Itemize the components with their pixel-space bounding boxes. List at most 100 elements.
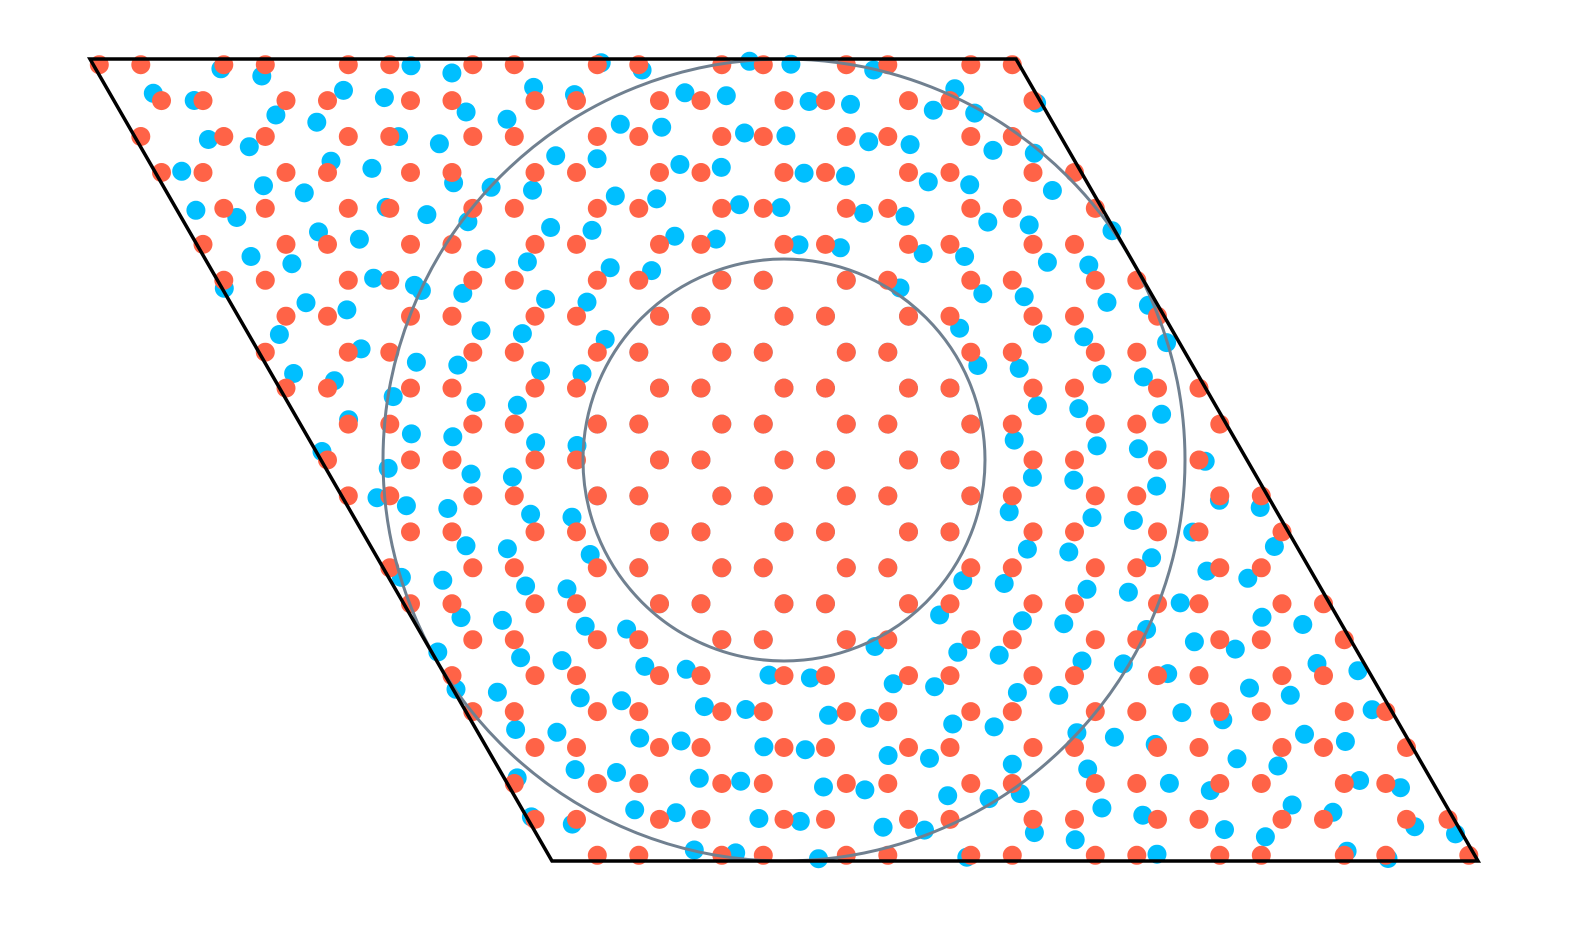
layer-a-atom (1210, 702, 1230, 722)
layer-a-atom (567, 809, 586, 829)
layer-a-atom (587, 702, 607, 722)
layer-b-atom (296, 293, 316, 313)
layer-a-atom (650, 594, 669, 614)
layer-a-atom (816, 809, 835, 829)
layer-b-atom (523, 180, 542, 200)
layer-a-atom (691, 378, 711, 398)
layer-a-atom (525, 163, 545, 182)
layer-a-atom (1210, 486, 1230, 506)
layer-a-atom (712, 198, 732, 218)
layer-a-atom (650, 306, 669, 326)
layer-a-atom (1065, 809, 1084, 829)
layer-a-atom (629, 702, 649, 722)
layer-a-atom (774, 738, 794, 757)
layer-a-atom (401, 522, 420, 542)
layer-a-atom (899, 91, 918, 111)
layer-b-atom (575, 616, 595, 636)
layer-b-atom (507, 395, 527, 415)
layer-b-atom (789, 235, 809, 255)
layer-b-atom (1009, 358, 1029, 378)
layer-a-atom (816, 450, 835, 470)
layer-a-atom (691, 738, 711, 757)
layer-a-atom (1210, 630, 1230, 650)
layer-a-atom (276, 234, 296, 254)
layer-b-atom (1082, 508, 1102, 528)
layer-b-atom (694, 697, 714, 717)
layer-b-atom (1147, 844, 1167, 864)
layer-b-atom (541, 218, 561, 237)
layer-a-atom (650, 450, 669, 470)
layer-a-atom (774, 522, 794, 542)
layer-a-atom (567, 666, 586, 686)
layer-a-atom (1002, 270, 1022, 290)
layer-b-atom (900, 135, 920, 155)
layer-b-atom (1027, 396, 1047, 416)
layer-a-atom (899, 594, 918, 614)
layer-b-atom (883, 674, 903, 694)
layer-a-atom (816, 738, 835, 757)
layer-a-atom (899, 378, 918, 398)
layer-b-atom (492, 610, 512, 630)
layer-a-atom (338, 342, 358, 362)
layer-a-atom (629, 127, 649, 146)
layer-a-atom (774, 666, 794, 686)
layer-b-atom (1092, 798, 1112, 818)
layer-a-atom (1189, 738, 1209, 757)
layer-b-atom (730, 195, 749, 215)
layer-a-atom (587, 127, 607, 146)
layer-a-atom (504, 270, 524, 290)
layer-b-atom (1049, 685, 1069, 705)
layer-a-atom (504, 486, 524, 506)
layer-a-atom (1334, 702, 1354, 722)
layer-b-atom (1252, 607, 1272, 627)
layer-b-atom (1128, 439, 1148, 459)
layer-a-atom (1127, 774, 1147, 793)
layer-a-atom (380, 270, 400, 290)
layer-b-atom (1280, 685, 1300, 705)
layer-b-atom (635, 656, 655, 676)
layer-b-atom (471, 321, 491, 341)
layer-b-atom (799, 92, 819, 111)
layer-a-atom (1085, 558, 1105, 578)
layer-b-atom (859, 132, 879, 152)
layer-b-atom (239, 137, 259, 157)
layer-a-atom (504, 198, 524, 218)
layer-a-atom (691, 594, 711, 614)
layer-a-atom (1023, 378, 1043, 398)
layer-b-atom (1017, 539, 1037, 559)
layer-a-atom (836, 630, 856, 650)
layer-a-atom (1065, 378, 1084, 398)
unit-cell-rhombus (86, 57, 1482, 863)
layer-a-atom (1023, 738, 1043, 757)
layer-b-atom (1077, 579, 1097, 599)
layer-b-atom (794, 163, 814, 183)
layer-b-atom (647, 189, 667, 209)
layer-a-atom (338, 414, 358, 434)
layer-b-atom (735, 123, 754, 143)
layer-a-atom (836, 127, 856, 146)
layer-a-atom (1272, 809, 1292, 829)
layer-b-atom (506, 720, 526, 739)
layer-a-atom (878, 414, 898, 434)
layer-a-atom (276, 163, 296, 182)
layer-a-atom (753, 558, 773, 578)
layer-a-atom (878, 702, 898, 722)
layer-b-atom (711, 157, 731, 177)
layer-a-atom (1251, 702, 1271, 722)
layer-a-atom (1023, 594, 1043, 614)
layer-a-atom (1251, 774, 1271, 793)
layer-b-atom (1147, 476, 1167, 496)
layer-a-atom (587, 414, 607, 434)
layer-b-atom (186, 200, 206, 220)
layer-b-atom (1295, 724, 1314, 744)
layer-a-atom (691, 450, 711, 470)
layer-a-atom (1023, 306, 1043, 326)
layer-a-atom (401, 450, 420, 470)
layer-b-atom (666, 803, 686, 823)
layer-a-atom (318, 163, 337, 182)
layer-b-atom (582, 220, 602, 240)
layer-a-atom (380, 127, 400, 146)
layer-b-atom (873, 817, 893, 837)
layer-a-atom (629, 486, 649, 506)
layer-a-atom (774, 594, 794, 614)
